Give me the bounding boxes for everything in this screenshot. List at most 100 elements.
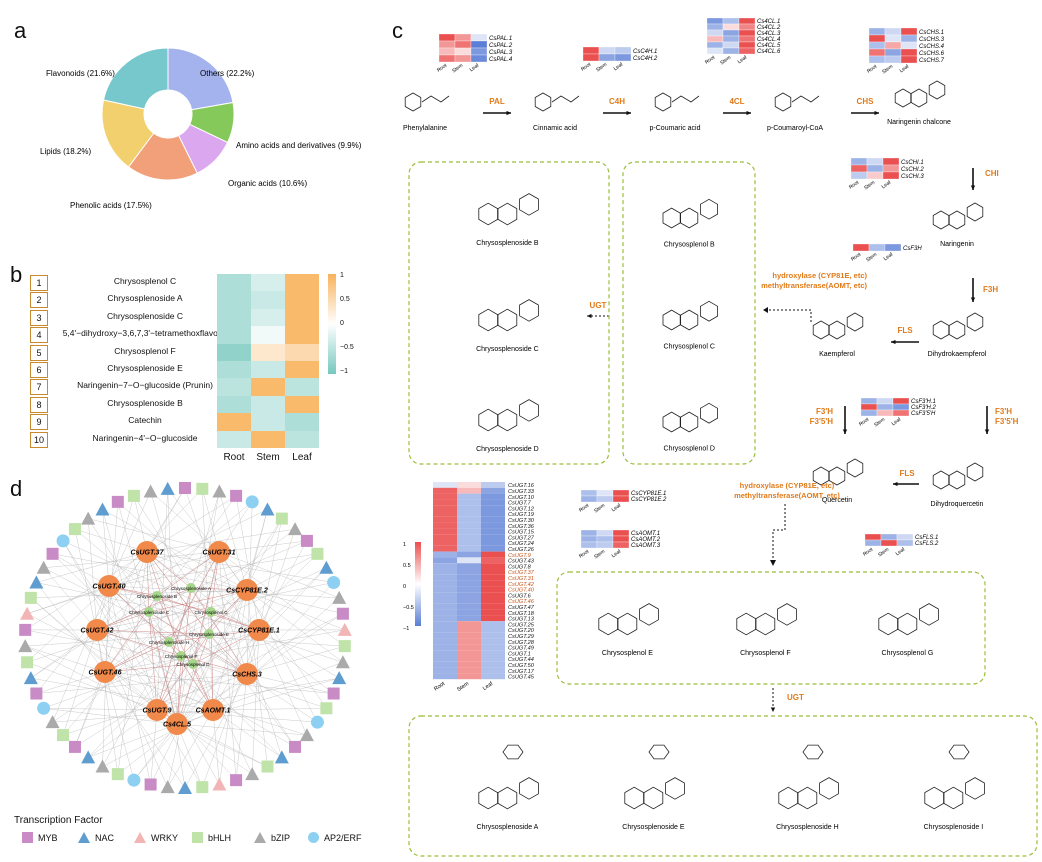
gene-heatmap-cell xyxy=(884,48,902,57)
compound-label: Chrysosplenol C xyxy=(664,344,715,351)
legend-item: MYB xyxy=(22,832,58,843)
network-edge xyxy=(212,662,343,711)
compound-label: Chrysosplenol B xyxy=(664,242,715,249)
compound-label: Chrysosplenoside I xyxy=(924,824,984,831)
gene-heatmap-cell xyxy=(880,539,898,547)
ring xyxy=(680,309,699,331)
gene-heatmap-cell xyxy=(433,632,457,639)
gene-heatmap-cell xyxy=(481,644,505,651)
metabolite-name: Chrysosplenoside E xyxy=(107,363,183,373)
tf-node xyxy=(320,702,333,715)
gene-heatmap-cell xyxy=(481,580,505,587)
gene-heatmap-cell xyxy=(481,673,505,680)
legend-circle-icon xyxy=(308,832,319,843)
ring xyxy=(819,777,839,800)
metabolite-label: Chrysosplenoside H xyxy=(149,640,189,645)
network-edge xyxy=(117,501,260,631)
dashed-arrow xyxy=(767,309,812,322)
gene-heatmap-cell xyxy=(433,540,457,546)
gene-heatmap-cell xyxy=(580,541,598,549)
gene-heatmap-cell xyxy=(876,409,894,417)
gene-heatmap-cell xyxy=(433,516,457,523)
arrowhead xyxy=(506,110,511,116)
heatmap-cell xyxy=(251,326,285,344)
gene-label: CsUGT.25 xyxy=(508,622,535,628)
gene-heatmap-cell xyxy=(612,489,630,497)
tf-node xyxy=(337,622,352,636)
pie-slice xyxy=(102,47,169,110)
tf-node xyxy=(274,750,289,764)
network-edge xyxy=(43,629,260,709)
tf-node xyxy=(336,607,349,620)
ring xyxy=(919,603,939,626)
heatmap-cell xyxy=(285,378,319,396)
gene-label: CsUGT.15 xyxy=(508,530,535,536)
network-edge xyxy=(146,551,186,789)
gene-hub-label: CsUGT.40 xyxy=(93,584,126,591)
legend-item: WRKY xyxy=(134,832,178,843)
gene-hub-node xyxy=(94,661,116,683)
gene-heatmap-cell xyxy=(438,47,456,56)
network-edge xyxy=(156,677,340,711)
gene-heatmap-cell xyxy=(457,511,481,517)
network-edge xyxy=(192,629,260,665)
gene-heatmap-cell xyxy=(580,489,598,497)
panel-a-letter: a xyxy=(14,18,27,43)
metabolite-name: Chrysosplenol F xyxy=(114,345,176,356)
network-edge xyxy=(150,709,158,785)
gene-hub-label: CsCYP81E.1 xyxy=(238,628,280,635)
network-edge xyxy=(156,709,203,788)
network-edge xyxy=(150,589,248,785)
gene-heatmap-cell xyxy=(706,23,724,31)
ring xyxy=(662,309,681,331)
network-edge xyxy=(218,551,237,781)
gene-heatmap-cell xyxy=(457,516,481,523)
ring xyxy=(943,786,964,810)
tissue-label: Root xyxy=(862,546,875,557)
arrowhead xyxy=(842,429,848,434)
ring xyxy=(948,320,966,340)
heatmap-cell xyxy=(251,395,285,414)
gene-label: CsUGT.42 xyxy=(508,582,535,588)
ring xyxy=(966,312,984,332)
network-edge xyxy=(246,529,296,675)
glycoside-structure xyxy=(502,744,524,760)
gene-label: CsCHI.1 xyxy=(901,160,924,166)
ring xyxy=(617,612,638,636)
network-edge xyxy=(246,589,343,614)
arrowhead xyxy=(891,339,896,345)
tf-node xyxy=(245,767,260,781)
arrowhead xyxy=(770,560,776,566)
gene-heatmap-cell xyxy=(481,516,505,523)
network-edge xyxy=(212,597,340,711)
network-edge xyxy=(133,723,178,781)
network-edge xyxy=(74,629,260,748)
network-edge xyxy=(30,551,220,679)
row-number-box: 6 xyxy=(30,362,48,378)
gene-heatmap-cell xyxy=(852,243,870,252)
tissue-label: Root xyxy=(858,416,871,427)
gene-label: CsCHI.2 xyxy=(901,167,924,173)
ring xyxy=(894,88,912,108)
ring xyxy=(828,466,846,486)
gene-heatmap-cell xyxy=(738,41,756,49)
gene-heatmap-cell xyxy=(457,540,481,546)
gene-heatmap-cell xyxy=(433,592,457,598)
ring xyxy=(846,458,864,478)
gene-heatmap-cell xyxy=(868,243,886,252)
tf-node xyxy=(20,606,35,620)
network-edge xyxy=(218,551,345,647)
heatmap-cell xyxy=(251,413,285,431)
compound-label: Chrysosplenoside E xyxy=(622,824,685,831)
compound-label: Naringenin chalcone xyxy=(887,119,951,126)
metabolite-name: Catechin xyxy=(128,415,162,426)
slice-label: Amino acids and derivatives (9.9%) xyxy=(236,141,362,150)
legend-label: NAC xyxy=(95,832,115,843)
network-edge xyxy=(156,551,220,597)
gene-heatmap-cell xyxy=(722,35,740,43)
enzyme-label: F3'5'H xyxy=(810,417,834,426)
network-edge xyxy=(192,551,220,665)
legend-triangle-icon xyxy=(254,832,266,843)
